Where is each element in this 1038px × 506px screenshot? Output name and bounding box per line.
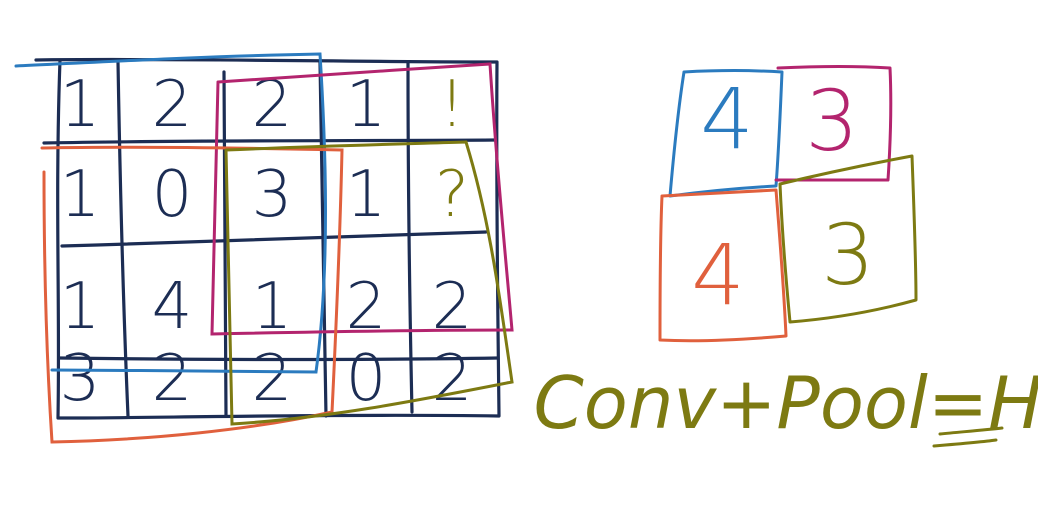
input-cell-value: 2	[432, 270, 473, 344]
grid-hline-1	[42, 138, 497, 145]
window-magenta	[210, 62, 514, 336]
input-cell-value: 4	[152, 270, 193, 344]
grid-hline-3	[58, 356, 500, 362]
input-cell-value: !	[439, 68, 465, 142]
output-cell-orange-border	[658, 188, 788, 343]
input-cell-value: 3	[60, 342, 101, 416]
input-cell-value: 2	[432, 342, 473, 416]
caption-underline	[932, 426, 1004, 448]
output-cell-olive-border	[778, 154, 918, 324]
grid-vline-2	[222, 70, 228, 418]
output-cell-value-orange: 4	[691, 226, 744, 324]
input-cell-value: 0	[152, 158, 193, 232]
output-cell-value-olive: 3	[821, 206, 874, 304]
output-cell-value-magenta: 3	[805, 72, 858, 170]
input-cell-value: 2	[252, 342, 293, 416]
input-cell-value: 1	[60, 270, 101, 344]
caption: Conv+Pool=HL	[534, 361, 1038, 445]
output-grid	[658, 65, 918, 343]
input-grid	[34, 57, 501, 420]
input-cell-value: 2	[152, 342, 193, 416]
grid-vline-4	[406, 60, 414, 414]
input-cell-value: 1	[60, 68, 101, 142]
input-cell-value: 1	[60, 158, 101, 232]
output-cell-blue-border	[668, 69, 784, 198]
input-cell-value: 0	[346, 342, 387, 416]
output-cell-value-blue: 4	[700, 70, 753, 168]
window-blue	[14, 52, 327, 374]
grid-vline-1	[116, 60, 130, 418]
input-cell-value: ?	[435, 158, 469, 232]
input-cell-value: 3	[252, 158, 293, 232]
grid-vline-3	[318, 60, 328, 418]
input-cell-value: 1	[346, 68, 387, 142]
grid-border	[34, 57, 501, 420]
input-cell-value: 2	[152, 68, 193, 142]
grid-hline-2	[60, 230, 488, 248]
input-cell-value: 1	[346, 158, 387, 232]
output-cell-magenta-border	[774, 65, 893, 182]
window-olive	[224, 140, 514, 426]
